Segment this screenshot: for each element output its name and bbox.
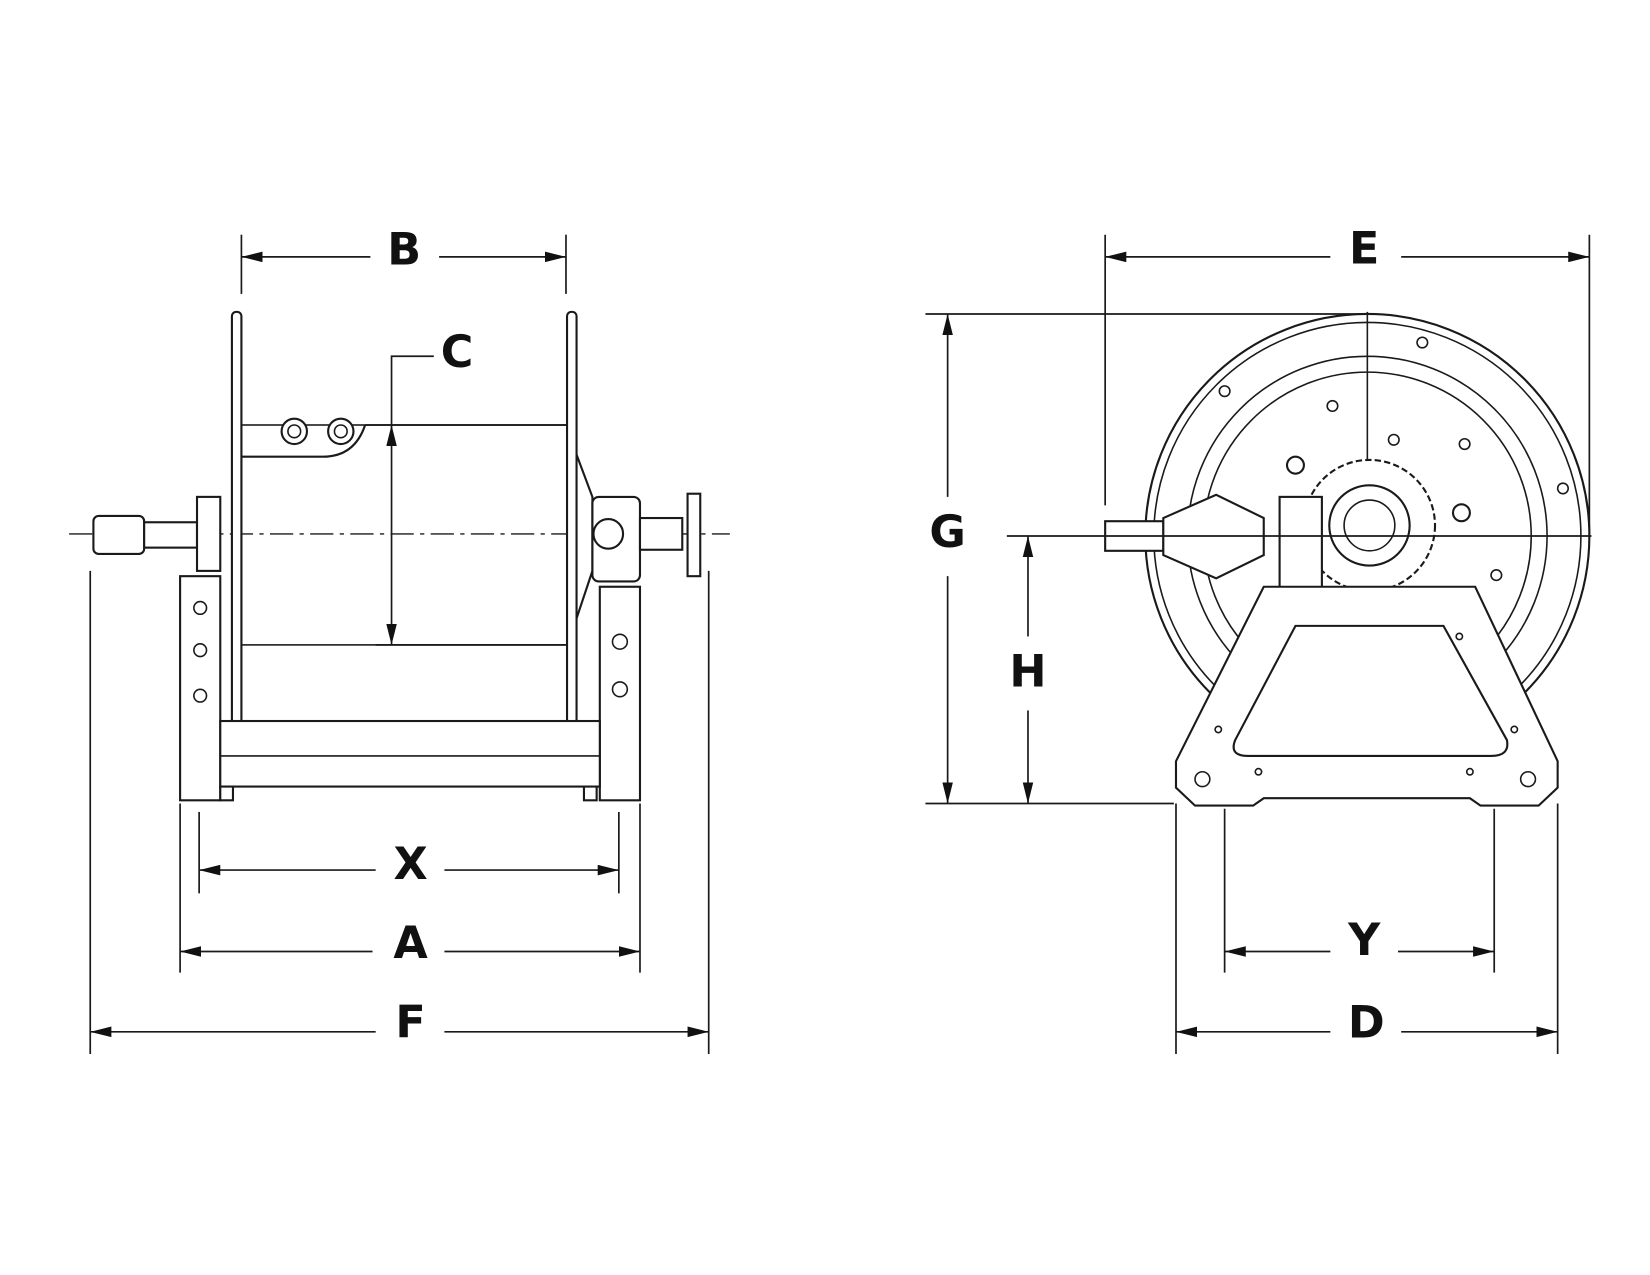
drive-hub [592,518,625,550]
leg-bolt [611,681,629,698]
leader-line [390,355,434,425]
foot-pad [219,785,235,802]
mounting-hole [1194,770,1211,788]
a-frame-cutout [1232,624,1509,757]
dimension-x: X [198,811,620,894]
fitting-1-bore [287,424,302,439]
swivel-joint [92,514,146,556]
right-flange [565,310,578,726]
leg-hole [193,600,208,616]
label-x: X [393,839,427,890]
flange-hole [1458,437,1471,451]
flange-bolt [1451,503,1471,523]
dimension-f: F [89,570,710,1055]
label-e: E [1349,224,1379,275]
label-g: G [929,507,965,558]
foot-pad [582,785,598,802]
dimension-c: C [365,327,566,646]
flange-hole [1416,336,1429,349]
label-a: A [393,918,428,969]
dimension-h: H [1009,536,1047,804]
leg-hole [193,643,208,658]
sprocket [575,454,594,619]
hub [1328,484,1411,567]
brake-disc [686,492,702,578]
label-d: D [1348,997,1385,1048]
frame-rivet [1455,632,1464,641]
label-y: Y [1347,915,1381,966]
frame-rivet [1510,725,1519,734]
hub-bore [1343,499,1396,552]
label-c: C [441,327,474,378]
dimension-y: Y [1223,808,1496,973]
swivel-stem [143,521,199,549]
flange-bolt [1285,455,1305,475]
side-view [69,310,730,802]
front-view [1104,311,1591,807]
flange-hole [1490,569,1503,582]
flange-hole [1556,482,1570,495]
label-f: F [395,997,425,1048]
mounting-hole [1519,770,1537,788]
frame-rivet [1214,725,1223,734]
right-leg [598,585,642,802]
dimension-d: D [1175,803,1559,1055]
dimension-b: B [240,225,567,294]
label-b: B [387,225,421,276]
frame-rivet [1465,767,1474,776]
dimension-g: G [925,313,1370,805]
flange-hole [1326,399,1339,413]
left-flange [230,310,243,726]
base-crossbar [219,719,601,788]
label-h: H [1009,647,1046,698]
dimension-e: E [1104,224,1591,534]
leg-bolt [611,633,629,650]
fitting-2 [327,417,355,446]
fitting-1 [280,417,309,446]
brake-spring [638,516,684,551]
frame-rivet [1254,767,1263,776]
swivel-mount [195,495,222,572]
inlet-pipe [241,424,367,458]
fitting-2-bore [333,424,348,439]
left-leg [179,575,222,802]
flange-hole [1218,385,1231,398]
dimension-a: A [179,803,641,973]
leg-hole [193,688,208,703]
flange-hole [1387,433,1400,446]
drum [240,424,568,646]
